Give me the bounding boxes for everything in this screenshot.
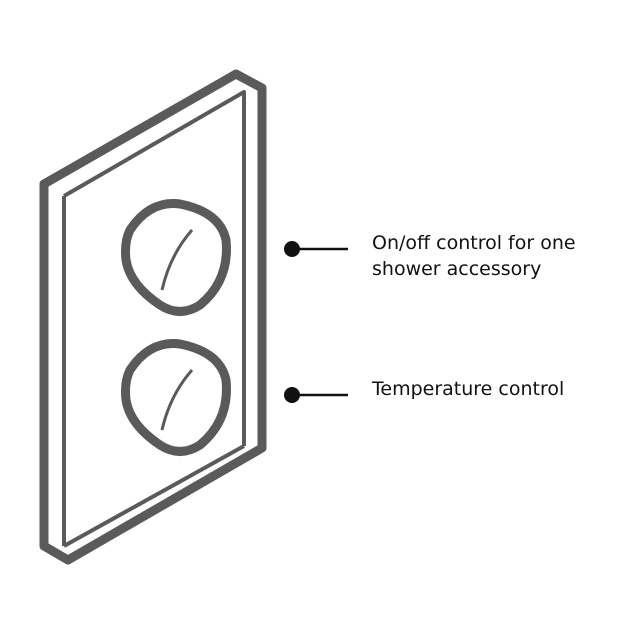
plate-outline [39,69,267,565]
label-line: shower accessory [372,258,542,280]
label-line: On/off control for one [372,232,576,254]
plate-bevel [62,90,246,446]
label-temperature-control: Temperature control [372,376,564,402]
upper-knob [121,199,231,316]
label-onoff-control: On/off control for one shower accessory [372,230,576,282]
lower-knob [121,339,231,456]
label-line: Temperature control [372,378,565,400]
